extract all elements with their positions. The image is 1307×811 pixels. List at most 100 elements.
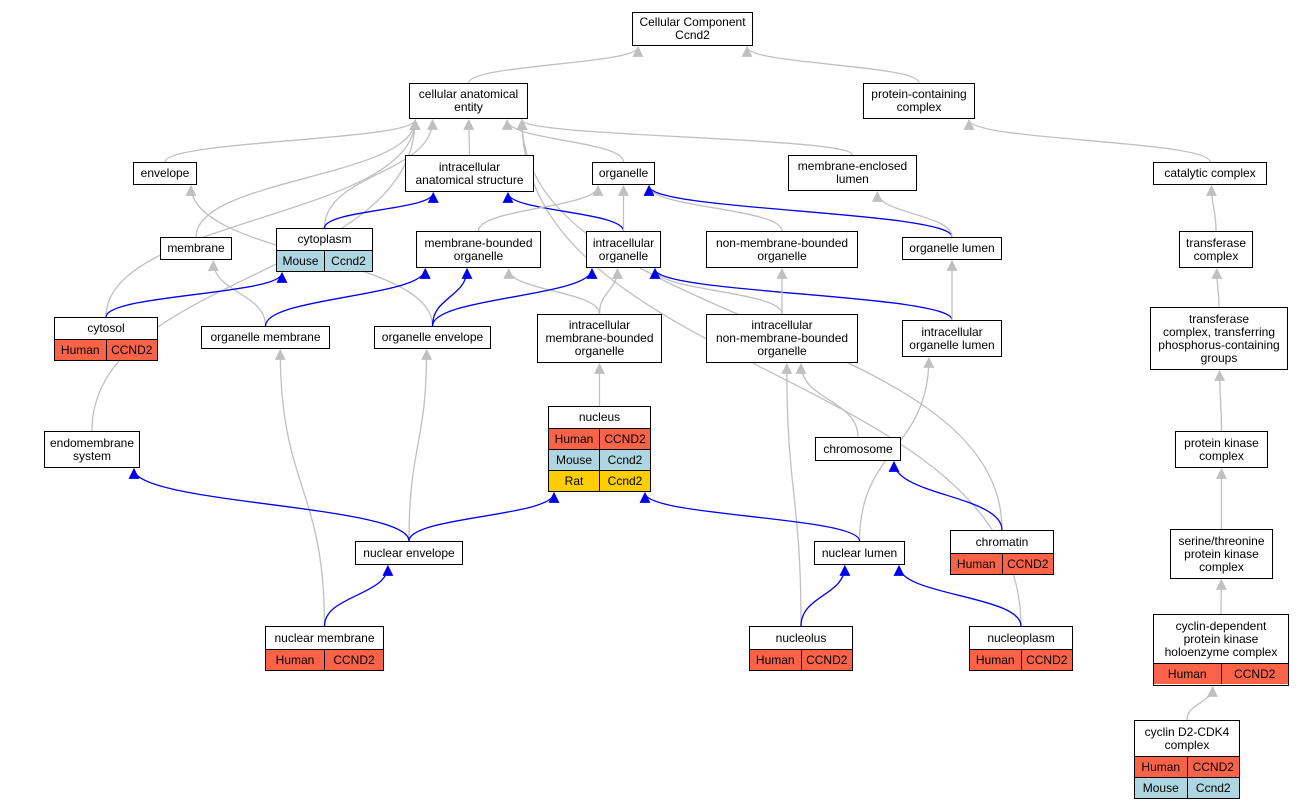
- species-cell: Human: [60, 342, 100, 357]
- is-a-edge: [164, 118, 421, 163]
- node-label: serine/threonine protein kinase complex: [1178, 533, 1265, 574]
- gene-cell: Ccnd2: [324, 251, 372, 271]
- part-of-edge: [105, 271, 288, 318]
- is-a-edge: [467, 45, 644, 84]
- is-a-edge: [323, 118, 438, 229]
- is-a-edge: [1186, 685, 1218, 721]
- part-of-edge: [323, 191, 439, 229]
- node-non-membrane-bounded-organelle[interactable]: non-membrane-bounded organelle: [706, 231, 858, 268]
- node-label: protein-containing complex: [871, 87, 967, 114]
- node-serine-threonine-protein-kinase-complex[interactable]: serine/threonine protein kinase complex: [1170, 529, 1273, 579]
- is-a-edge: [643, 184, 783, 232]
- node-chromosome[interactable]: chromosome: [815, 437, 901, 461]
- node-cyclin-dependent-protein-kinase-holoenzyme-complex[interactable]: cyclin-dependent protein kinase holoenzy…: [1153, 614, 1289, 686]
- node-label: membrane: [167, 241, 225, 255]
- node-organelle-envelope[interactable]: organelle envelope: [374, 326, 491, 349]
- node-label: intracellular membrane-bounded organelle: [545, 318, 654, 358]
- species-cell: Human: [275, 652, 315, 667]
- part-of-edge: [431, 267, 598, 327]
- is-a-edge: [463, 118, 475, 156]
- node-membrane[interactable]: membrane: [160, 237, 232, 260]
- node-label: chromosome: [823, 441, 893, 456]
- node-label: catalytic complex: [1164, 166, 1256, 180]
- node-label: protein kinase complex: [1184, 435, 1259, 463]
- node-organelle-membrane[interactable]: organelle membrane: [201, 326, 330, 349]
- gene-cell: CCND2: [1186, 757, 1240, 777]
- node-intracellular-organelle-lumen[interactable]: intracellular organelle lumen: [902, 320, 1002, 357]
- is-a-edge: [516, 118, 1022, 627]
- node-label: nuclear membrane: [274, 630, 375, 645]
- node-nuclear-lumen[interactable]: nuclear lumen: [814, 541, 905, 565]
- node-transferase-complex-transferring-phosphorus-groups[interactable]: transferase complex, transferring phosph…: [1150, 307, 1288, 370]
- species-cell: Human: [554, 431, 594, 446]
- is-a-edge: [516, 118, 854, 156]
- node-organelle[interactable]: organelle: [592, 162, 655, 185]
- node-label: cyclin-dependent protein kinase holoenzy…: [1164, 618, 1278, 659]
- node-intracellular-organelle[interactable]: intracellular organelle: [586, 231, 661, 268]
- is-a-edge: [477, 184, 604, 232]
- node-protein-containing-complex[interactable]: protein-containing complex: [863, 83, 975, 119]
- species-cell: Human: [956, 556, 996, 571]
- node-cellular-component-ccnd2[interactable]: Cellular Component Ccnd2: [632, 12, 753, 46]
- part-of-edge: [323, 564, 394, 627]
- is-a-edge: [1214, 369, 1226, 432]
- node-label: transferase complex: [1185, 235, 1247, 263]
- node-organelle-lumen[interactable]: organelle lumen: [902, 237, 1002, 260]
- node-label: Cellular Component Ccnd2: [639, 15, 746, 42]
- node-cellular-anatomical-entity[interactable]: cellular anatomical entity: [409, 83, 528, 119]
- node-label: chromatin: [975, 534, 1029, 549]
- node-label: endomembrane system: [49, 435, 135, 463]
- node-endomembrane-system[interactable]: endomembrane system: [44, 431, 140, 468]
- node-label: intracellular anatomical structure: [415, 159, 524, 187]
- node-catalytic-complex[interactable]: catalytic complex: [1153, 162, 1267, 185]
- part-of-edge: [888, 460, 1003, 531]
- is-a-edge: [963, 118, 1211, 163]
- part-of-edge: [128, 467, 410, 542]
- is-a-edge: [195, 118, 421, 238]
- node-label: nucleus: [578, 410, 621, 424]
- node-intracellular-anatomical-structure[interactable]: intracellular anatomical structure: [405, 155, 534, 192]
- is-a-edge: [105, 118, 421, 318]
- part-of-edge: [643, 184, 953, 238]
- node-label: transferase complex, transferring phosph…: [1158, 311, 1280, 365]
- node-envelope[interactable]: envelope: [133, 162, 197, 185]
- part-of-edge: [649, 267, 953, 321]
- node-label: cellular anatomical entity: [418, 87, 519, 114]
- part-of-edge: [639, 491, 861, 542]
- node-intracellular-membrane-bounded-organelle[interactable]: intracellular membrane-bounded organelle: [537, 314, 662, 363]
- node-nuclear-envelope[interactable]: nuclear envelope: [355, 541, 463, 565]
- node-label: membrane-bounded organelle: [424, 235, 533, 263]
- part-of-edge: [264, 267, 431, 327]
- node-label: nucleoplasm: [987, 630, 1055, 645]
- is-a-edge: [795, 362, 859, 438]
- gene-cell: Ccnd2: [1186, 778, 1240, 798]
- node-transferase-complex[interactable]: transferase complex: [1179, 231, 1253, 268]
- node-label: nuclear envelope: [363, 545, 455, 560]
- node-intracellular-non-membrane-bounded-organelle[interactable]: intracellular non-membrane-bounded organ…: [706, 314, 858, 363]
- node-membrane-bounded-organelle[interactable]: membrane-bounded organelle: [416, 231, 541, 268]
- node-label: intracellular organelle: [592, 235, 655, 263]
- node-label: envelope: [140, 166, 190, 180]
- node-label: organelle lumen: [909, 241, 995, 255]
- node-protein-kinase-complex[interactable]: protein kinase complex: [1175, 431, 1268, 468]
- node-membrane-enclosed-lumen[interactable]: membrane-enclosed lumen: [788, 155, 917, 191]
- part-of-edge: [431, 267, 473, 327]
- species-cell: Mouse: [555, 452, 593, 467]
- is-a-edge: [1206, 184, 1218, 232]
- node-label: cyclin D2-CDK4 complex: [1144, 724, 1230, 752]
